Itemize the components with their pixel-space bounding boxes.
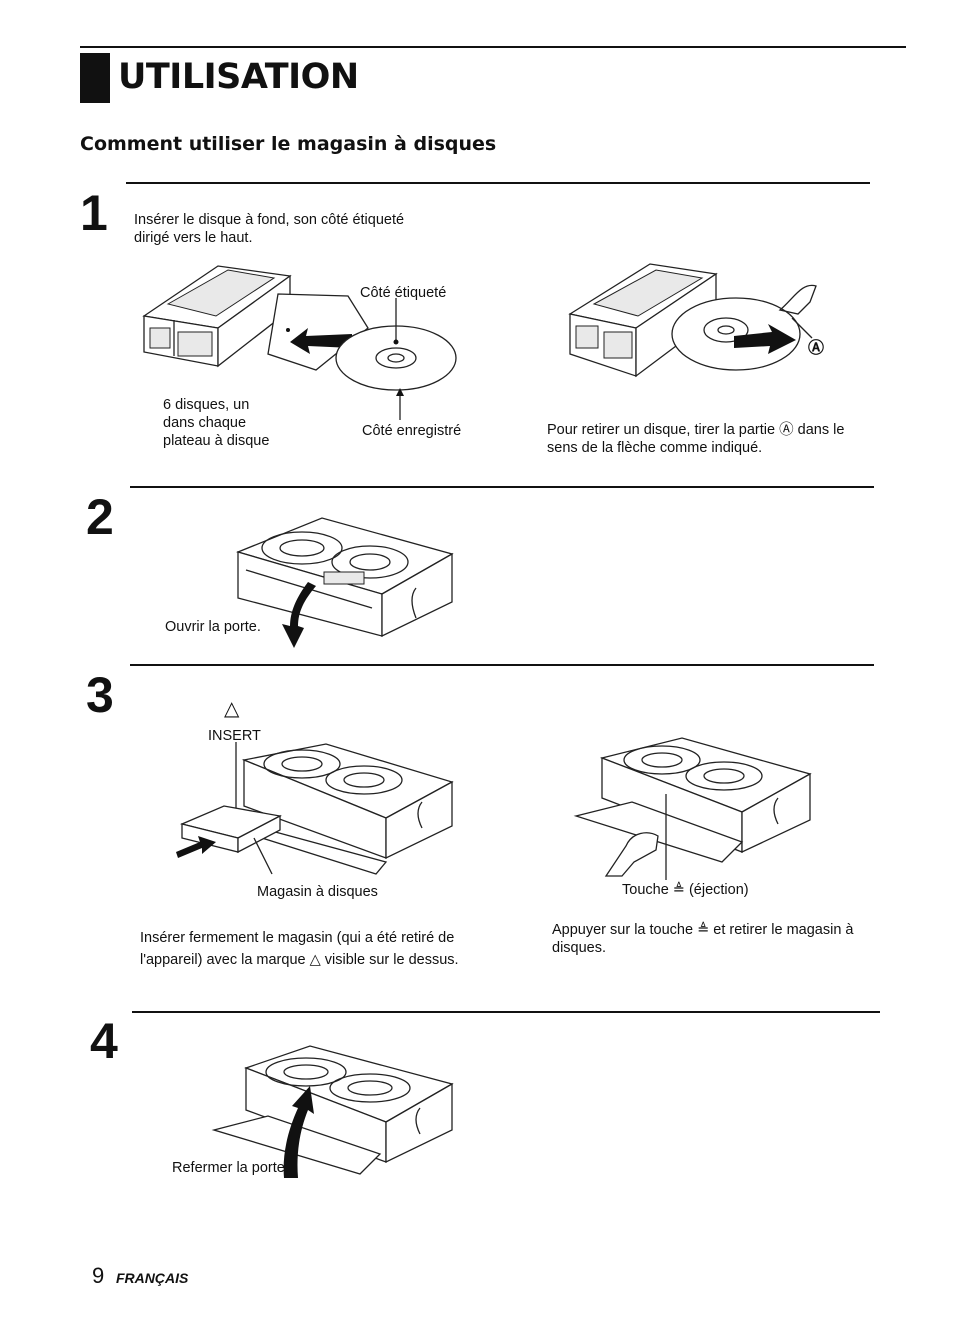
step-4-caption: Refermer la porte. [172, 1160, 289, 1176]
disc-insert-illustration [142, 265, 457, 420]
page-title: UTILISATION [118, 57, 359, 97]
step-1-number: 1 [80, 185, 108, 241]
step-2-rule [130, 486, 874, 488]
step-3-number: 3 [86, 667, 114, 723]
close-door-illustration [211, 1045, 454, 1178]
magazine-caption: Magasin à disques [257, 884, 378, 900]
page-number: 9 [92, 1263, 105, 1288]
section-subtitle: Comment utiliser le magasin à disques [80, 133, 497, 155]
title-block-marker [80, 53, 110, 103]
step-3-rule [130, 664, 874, 666]
marker-a-label: Ⓐ [808, 340, 825, 357]
step-2-caption: Ouvrir la porte. [165, 619, 261, 635]
label-side-caption: Côté étiqueté [360, 285, 447, 301]
six-discs-caption: 6 disques, un dans chaque plateau à disq… [163, 397, 270, 449]
step-4-number: 4 [90, 1013, 118, 1069]
step-1-instruction: Insérer le disque à fond, son côté étiqu… [134, 212, 405, 246]
insert-label: INSERT [208, 728, 261, 744]
step-3-right-text: Appuyer sur la touche ≜ et retirer le ma… [552, 922, 854, 956]
disc-removal-illustration [568, 263, 817, 378]
open-door-illustration [236, 517, 454, 648]
eject-magazine-illustration [573, 737, 812, 880]
step-4-rule [132, 1011, 880, 1013]
step-1-remove-text: Pour retirer un disque, tirer la partie … [547, 422, 845, 456]
eject-caption: Touche ≜ (éjection) [622, 882, 749, 898]
step-3-left-text: Insérer fermement le magasin (qui a été … [140, 930, 459, 968]
footer-language: FRANÇAIS [116, 1270, 189, 1286]
insert-magazine-illustration [176, 742, 454, 875]
step-1-rule [126, 182, 870, 184]
header-top-rule [80, 46, 906, 48]
insert-triangle-icon: △ [224, 698, 240, 720]
recorded-side-caption: Côté enregistré [362, 423, 462, 439]
step-2-number: 2 [86, 489, 114, 545]
